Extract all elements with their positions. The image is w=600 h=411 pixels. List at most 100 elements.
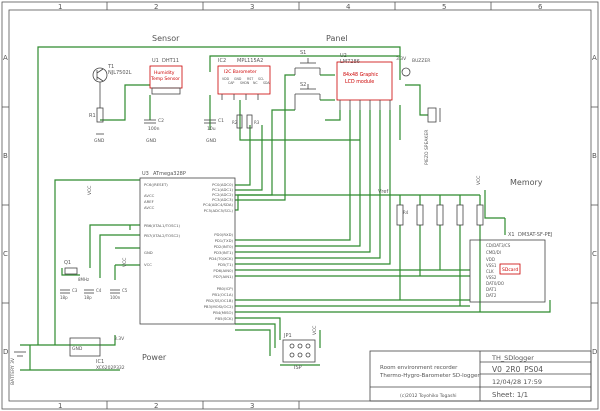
svg-text:PD4(T0/XCK): PD4(T0/XCK) (209, 256, 234, 261)
svg-text:VDD: VDD (222, 77, 230, 81)
svg-text:BUZZER: BUZZER (412, 58, 430, 64)
svg-text:PC6(/RESET): PC6(/RESET) (144, 182, 168, 187)
svg-text:Vref: Vref (378, 189, 388, 195)
t1-ref: T1 (107, 64, 114, 70)
svg-text:8MHz: 8MHz (78, 277, 89, 282)
svg-text:100n: 100n (110, 295, 121, 300)
svg-text:CLK: CLK (486, 269, 494, 274)
ic2-desc: I2C Barometer (224, 69, 257, 75)
section-power: Power (142, 353, 167, 362)
col-label-5: 5 (442, 3, 446, 11)
inner-frame (8, 9, 592, 402)
row-label-b-right: B (592, 152, 597, 160)
svg-text:PD5(T1): PD5(T1) (218, 262, 234, 267)
svg-text:10u: 10u (207, 126, 216, 132)
svg-text:BATTERY 3V: BATTERY 3V (10, 357, 16, 385)
svg-text:PD3(INT1): PD3(INT1) (214, 250, 234, 255)
mcu-u3-atmega328p: U3 ATmega328P PC6(/RESET) AVCC AREF AVCC… (139, 171, 236, 325)
wires (20, 46, 551, 371)
sdcard-x1: X1 DM3AT-SF-PEJ CD/DAT3/CS CMD/DI VDD VS… (469, 232, 552, 303)
switch-s2: S2 (294, 82, 321, 110)
row-label-b: B (3, 152, 8, 160)
capacitor-c2: C2 100n GND (144, 118, 164, 144)
svg-text:AVCC: AVCC (144, 193, 155, 198)
svg-text:VCC: VCC (87, 186, 93, 195)
svg-text:VSS1: VSS1 (486, 263, 497, 268)
svg-text:XC6202P332: XC6202P332 (96, 365, 125, 371)
u3-name: ATmega328P (153, 171, 186, 177)
buzzer: BUZZER (401, 58, 430, 77)
svg-text:PD0(RXD): PD0(RXD) (214, 232, 233, 237)
u1-desc2: Temp Sensor (150, 76, 180, 82)
x1-ref: X1 (508, 232, 515, 238)
sdcard-label: SDcard (502, 267, 518, 273)
svg-text:SHDN: SHDN (240, 81, 250, 85)
svg-text:C5: C5 (122, 288, 128, 293)
gnd-symbol-1: GND (94, 133, 105, 144)
title-sheet-name: TH_SDlogger (491, 354, 534, 362)
row-markers: A B C D A B C D (2, 54, 598, 356)
row-label-d-right: D (592, 348, 597, 356)
svg-text:PB7(XTAL2/TOSC2): PB7(XTAL2/TOSC2) (144, 233, 181, 238)
u2-ref: U2 (340, 53, 347, 59)
svg-text:R2: R2 (232, 120, 238, 125)
row-label-a: A (3, 54, 8, 62)
svg-text:CAP: CAP (228, 81, 234, 85)
u3-ref: U3 (142, 171, 149, 177)
u2-name: LM7286 (340, 59, 360, 65)
capacitors-c3-c4-c5: C3 C4 C5 18p 18p 100n (60, 288, 128, 300)
svg-text:PIEZO SPEAKER: PIEZO SPEAKER (424, 130, 430, 165)
title-copyright: (c)2012 Toyohiko Togashi (400, 393, 457, 399)
svg-text:CMD/DI: CMD/DI (486, 250, 501, 255)
regulator-ic1: GND IC1 XC6202P332 (69, 337, 125, 371)
svg-text:PB5(SCK): PB5(SCK) (215, 316, 233, 321)
capacitor-c1: C1 10u GND (204, 118, 224, 144)
battery: BATTERY 3V (10, 351, 26, 385)
svg-text:GND: GND (206, 138, 217, 144)
svg-text:PB2(SS/OC1B): PB2(SS/OC1B) (206, 298, 234, 303)
svg-text:DAT2: DAT2 (486, 293, 497, 298)
lcd-module-u2: U2 LM7286 84x48 Graphic LCD module (336, 53, 393, 110)
svg-text:GND: GND (146, 138, 157, 144)
svg-text:PB0(ICP): PB0(ICP) (217, 286, 234, 291)
switch-s1: S1 (294, 50, 321, 75)
title-date: 12/04/28 17:59 (492, 378, 542, 386)
row-label-a-right: A (592, 54, 597, 62)
row-label-c-right: C (592, 250, 597, 258)
svg-text:RST: RST (247, 77, 253, 81)
section-sensor: Sensor (152, 34, 180, 43)
col-label-bottom-1: 1 (58, 402, 62, 410)
svg-text:IC1: IC1 (96, 359, 104, 365)
phototransistor-t1: T1 NJL7502L (92, 64, 132, 108)
section-memory: Memory (510, 178, 543, 187)
u1-ref: U1 (152, 58, 159, 64)
svg-text:PC0(ADC0): PC0(ADC0) (212, 182, 233, 187)
ic2-name: MPL115A2 (237, 58, 263, 64)
svg-text:C1: C1 (218, 118, 224, 124)
svg-text:S2: S2 (300, 82, 306, 88)
col-label-bottom-3: 3 (250, 402, 254, 410)
svg-text:PB3(MOSI/OC2): PB3(MOSI/OC2) (204, 304, 234, 309)
svg-text:PD6(AIN0): PD6(AIN0) (213, 268, 233, 273)
svg-text:NC: NC (253, 81, 258, 85)
col-label-1: 1 (58, 3, 62, 11)
col-label-bottom-2: 2 (154, 402, 158, 410)
svg-text:S1: S1 (300, 50, 306, 56)
svg-text:VCC: VCC (122, 258, 128, 267)
section-panel: Panel (326, 34, 348, 43)
crystal-q1: Q1 8MHz (64, 260, 89, 282)
row-label-d: D (3, 348, 8, 356)
svg-text:100n: 100n (148, 126, 160, 132)
col-label-2: 2 (154, 3, 158, 11)
col-label-4: 4 (346, 3, 351, 11)
svg-text:VCC: VCC (312, 326, 318, 335)
r1-label: R1 (89, 113, 96, 119)
u2-desc1: 84x48 Graphic (343, 72, 379, 78)
resistor-r1: R1 (89, 107, 104, 123)
title-doc-number: V0_2R0_PS04 (492, 365, 543, 374)
svg-text:18p: 18p (60, 295, 68, 300)
svg-text:PC5(ADC5/SCL): PC5(ADC5/SCL) (204, 208, 234, 213)
svg-text:SCL: SCL (258, 77, 264, 81)
